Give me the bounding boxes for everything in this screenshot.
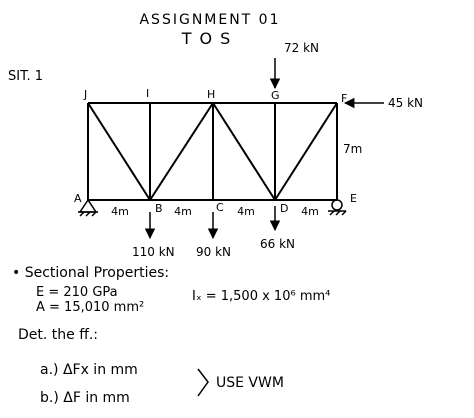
load-label-d: 66 kN	[260, 237, 295, 251]
member-bh	[149, 102, 214, 201]
property-e: E = 210 GPa	[36, 285, 118, 300]
load-label-c: 90 kN	[196, 245, 231, 259]
roller-support-e	[328, 199, 347, 216]
node-label-c: C	[216, 201, 224, 214]
node-label-h: H	[207, 88, 215, 101]
panel-dimensions: 4m 4m 4m 4m	[111, 205, 319, 218]
load-labels: 72 kN 45 kN 110 kN 90 kN 66 kN	[132, 41, 423, 259]
truss-members	[87, 102, 338, 201]
height-label: 7m	[343, 142, 362, 156]
panel-bc-label: 4m	[174, 205, 192, 218]
property-ix: Iₓ = 1,500 x 10⁶ mm⁴	[192, 289, 330, 304]
course-code: TOS	[181, 29, 239, 48]
node-label-d: D	[280, 202, 288, 215]
assignment-title: ASSIGNMENT 01	[139, 12, 280, 28]
member-df	[274, 102, 338, 201]
node-label-e: E	[350, 192, 357, 205]
node-label-b: B	[155, 202, 163, 215]
question-a: a.) ΔFx in mm	[40, 362, 138, 378]
method-label: USE VWM	[216, 375, 284, 391]
load-label-g: 72 kN	[284, 41, 319, 55]
property-a: A = 15,010 mm²	[36, 300, 144, 315]
situation-label: SIT. 1	[8, 69, 43, 84]
panel-ab-label: 4m	[111, 205, 129, 218]
node-label-a: A	[74, 192, 82, 205]
member-jb	[87, 102, 151, 201]
node-label-j: J	[83, 88, 87, 101]
properties-title: • Sectional Properties:	[12, 265, 169, 281]
panel-cd-label: 4m	[237, 205, 255, 218]
member-hd	[212, 102, 276, 201]
load-label-b: 110 kN	[132, 245, 175, 259]
question-title: Det. the ff.:	[18, 327, 98, 343]
node-label-i: I	[146, 87, 149, 100]
pin-support-a	[78, 198, 98, 217]
grouping-bracket	[197, 368, 209, 397]
panel-de-label: 4m	[301, 205, 319, 218]
load-arrows	[144, 58, 384, 240]
load-label-f: 45 kN	[388, 96, 423, 110]
question-b: b.) ΔF in mm	[40, 390, 130, 406]
node-label-g: G	[271, 89, 280, 102]
